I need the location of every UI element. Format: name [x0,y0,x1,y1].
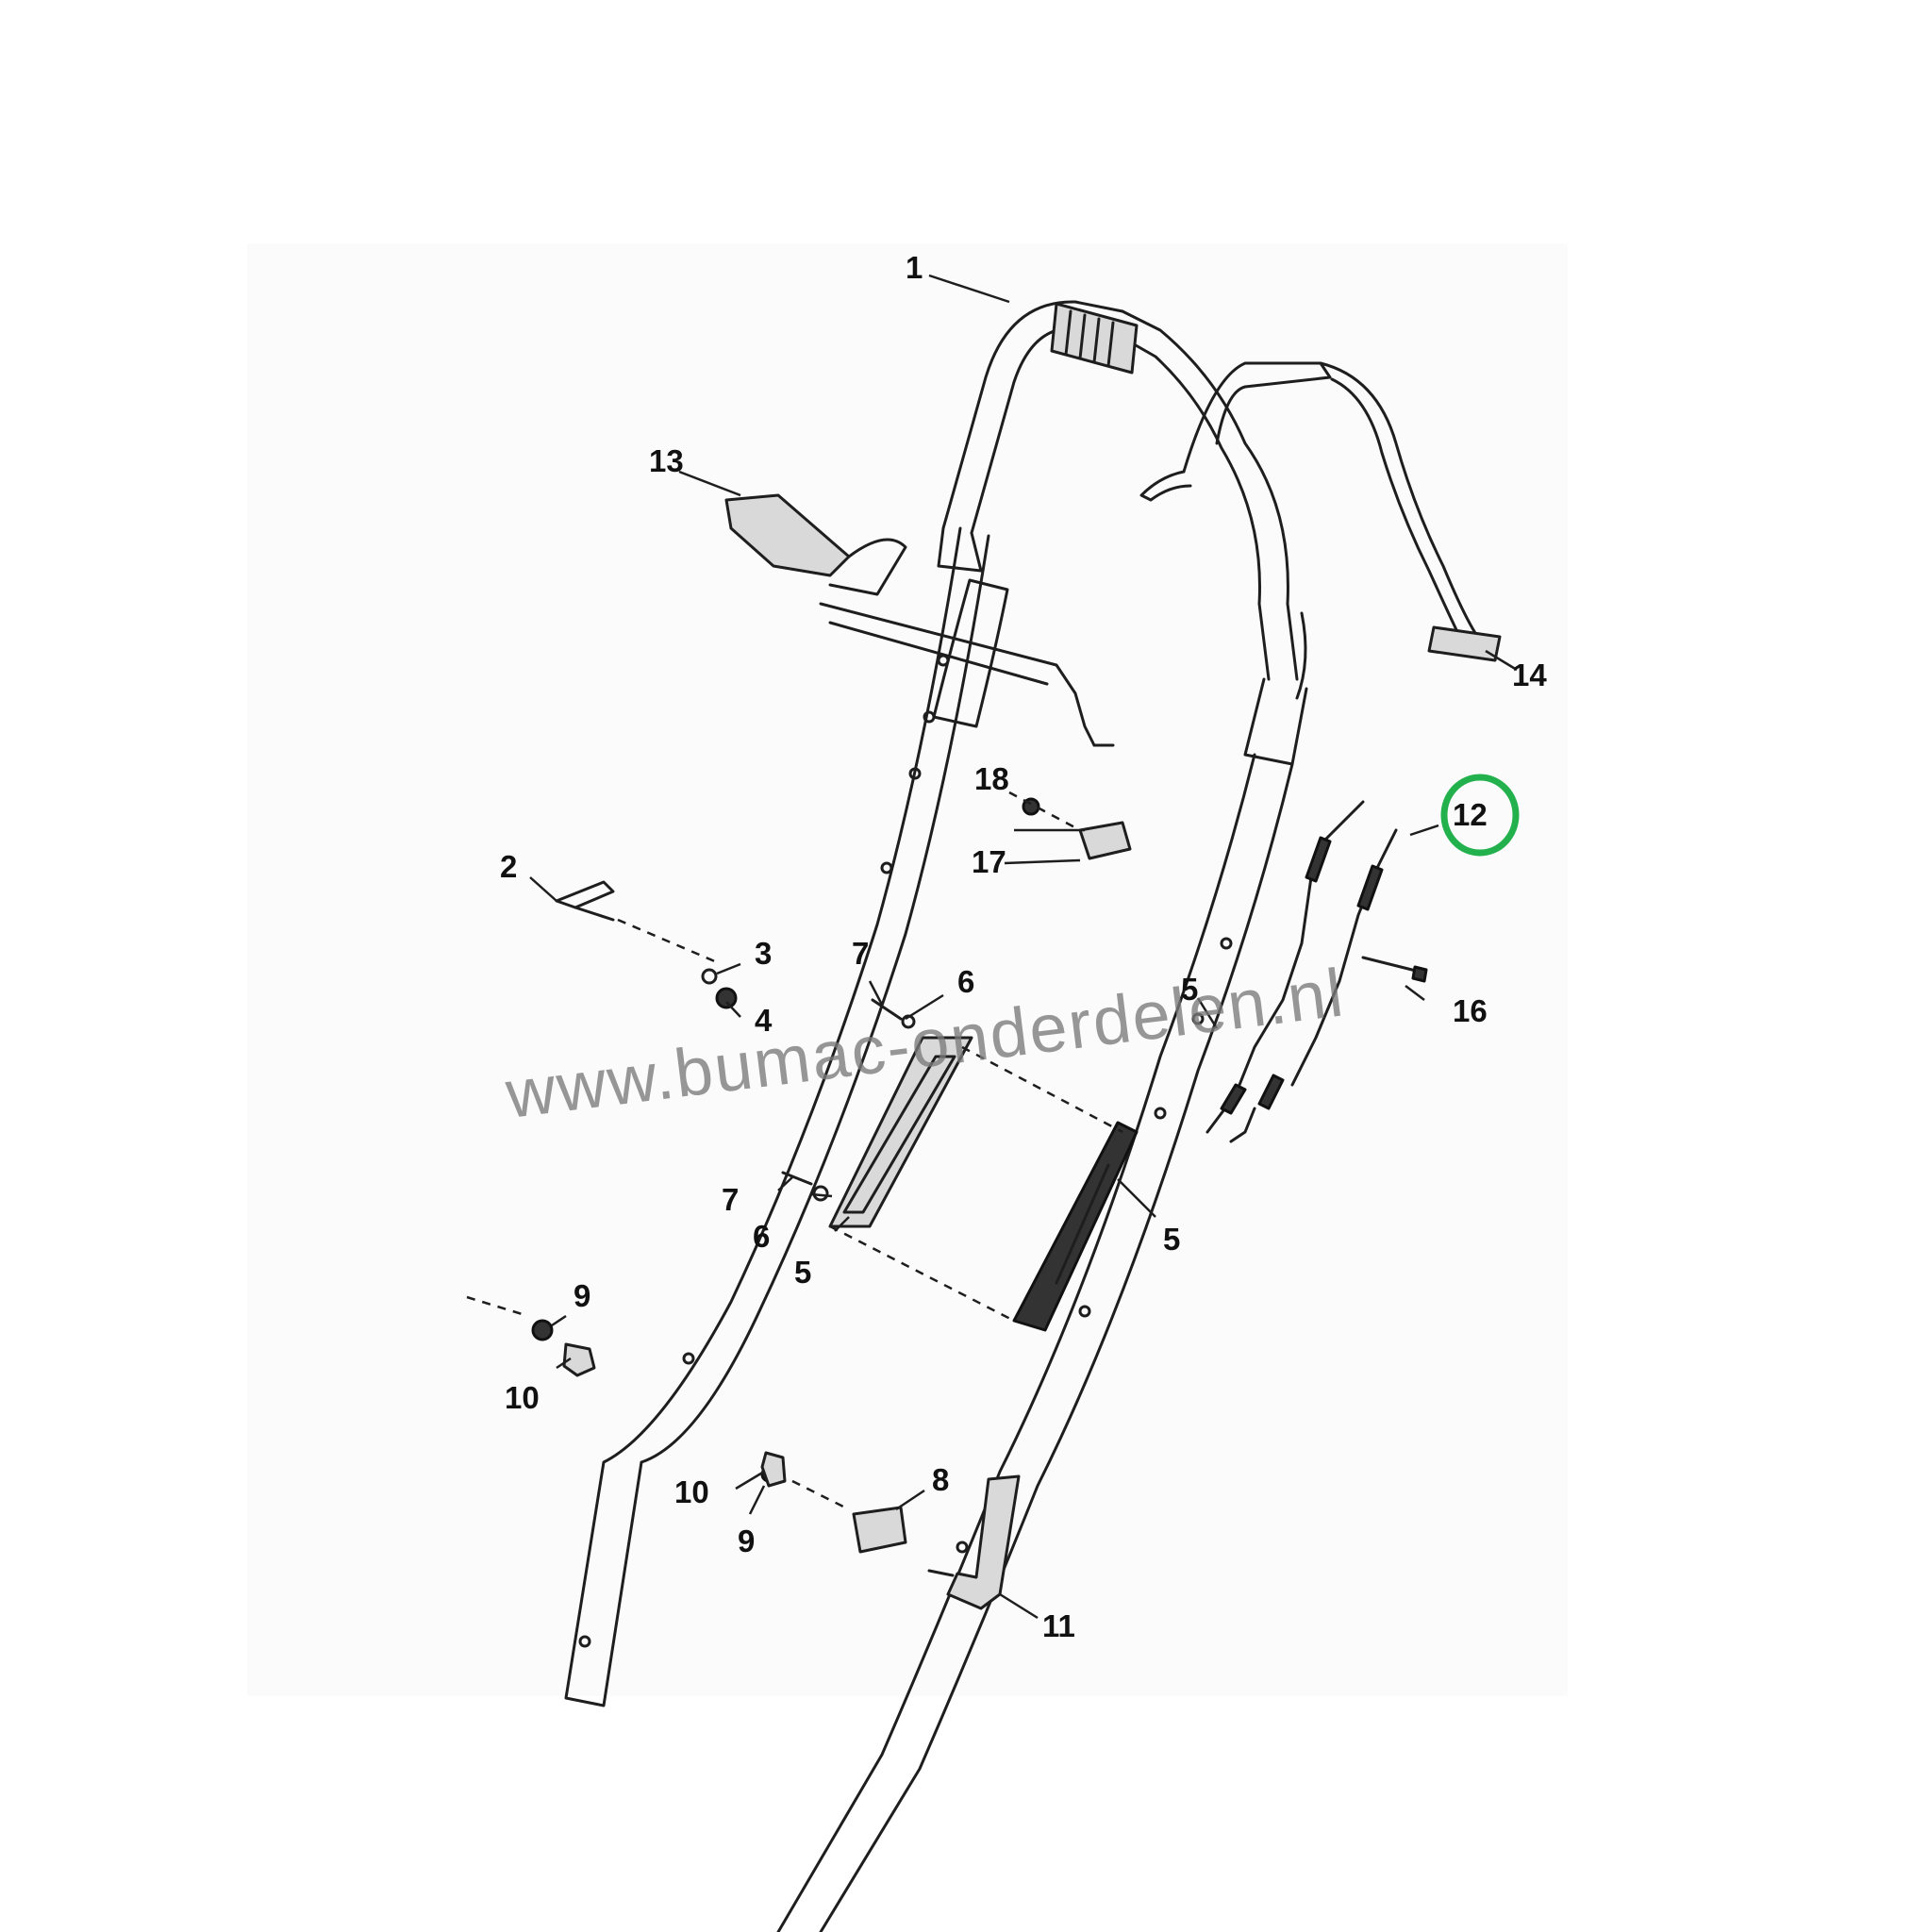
callout-17: 17 [972,844,1006,879]
part-clamp-8 [852,1506,907,1554]
part-drive-bail [1139,361,1502,662]
callout-12: 12 [1453,797,1488,832]
part-cables [1205,800,1398,1143]
callout-9-bottom: 9 [738,1524,755,1558]
part-control-lever [724,493,1115,747]
part-screw-7-upper [871,998,903,1021]
callout-6-lower: 6 [753,1219,770,1254]
callout-18: 18 [974,761,1009,796]
part-washer-3 [701,968,718,985]
callout-11: 11 [1042,1608,1075,1643]
callout-3: 3 [755,936,772,971]
callout-labels: 1 2 3 4 5 5 5 6 6 7 7 8 9 9 10 10 11 12 … [500,250,1547,1643]
callout-13: 13 [649,443,684,478]
callout-16: 16 [1453,993,1488,1028]
callout-7-upper: 7 [852,936,869,971]
part-lower-handle-right [776,753,1294,1932]
callout-10-bottom: 10 [674,1474,709,1509]
part-nut-9-left [531,1319,554,1341]
callout-4: 4 [755,1003,773,1038]
callout-1: 1 [906,250,923,285]
part-washer-6-lower [812,1185,829,1202]
callout-14: 14 [1512,658,1547,692]
callout-2: 2 [500,849,517,884]
assembly-dashed-lines [466,791,1123,1511]
part-guide-5-left [828,1036,973,1228]
part-handle-11 [927,1474,1021,1610]
callout-5-extra: 5 [1181,972,1198,1007]
highlight-ring-12 [1440,774,1520,857]
part-screw-7-lower [781,1171,813,1186]
part-block-17 [1078,821,1132,860]
part-lower-handle-left [564,526,990,1707]
part-guide-5-right [1012,1121,1139,1332]
part-clip-2 [555,880,615,922]
leader-lines [529,274,1518,1620]
part-bolt-16 [1361,956,1428,983]
callout-6-upper: 6 [957,964,974,999]
callout-10-left: 10 [505,1380,540,1415]
part-upper-handle [932,300,1308,766]
callout-5-right: 5 [1163,1222,1180,1257]
callout-7-lower: 7 [722,1182,739,1217]
part-knob-10-bottom [760,1451,787,1488]
callout-5-mid: 5 [794,1255,811,1290]
callout-8: 8 [932,1462,949,1497]
diagram-panel [247,243,1568,1696]
callout-9-left: 9 [574,1278,590,1313]
part-nut-4 [715,987,738,1009]
